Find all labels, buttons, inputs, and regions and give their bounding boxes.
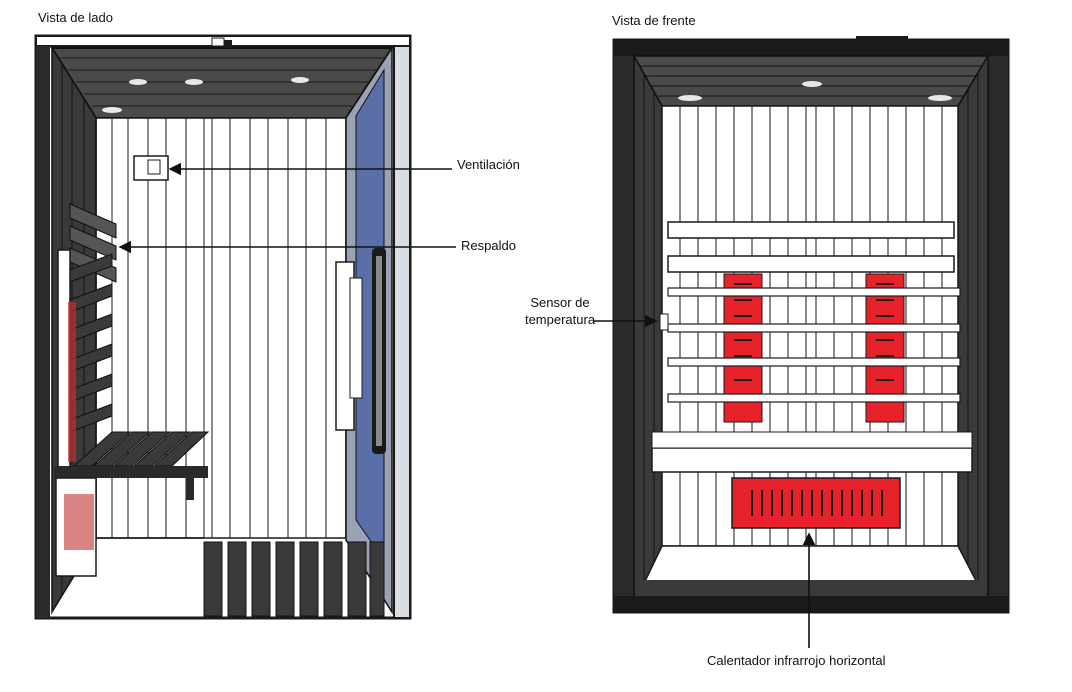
ventilation-label: Ventilación — [457, 157, 520, 172]
temp-sensor-label-line1: Sensor de — [530, 295, 590, 310]
backrest-label: Respaldo — [461, 238, 516, 253]
front-backrest-rails — [667, 287, 961, 403]
side-ceiling-slats — [60, 57, 384, 107]
side-view-drawing — [34, 34, 412, 620]
front-horizontal-heater — [731, 477, 901, 529]
side-floor-slats — [203, 541, 385, 617]
side-ceiling-light-3 — [291, 77, 309, 83]
front-ceiling-light-2 — [802, 81, 822, 87]
front-view-title: Vista de frente — [612, 13, 696, 28]
side-ceiling-light-1 — [129, 79, 147, 85]
horizontal-heater-label: Calentador infrarrojo horizontal — [707, 653, 886, 668]
front-view-drawing — [612, 36, 1010, 614]
side-ceiling-light-4 — [102, 107, 122, 113]
side-ceiling-light-2 — [185, 79, 203, 85]
front-temp-sensor — [659, 313, 669, 331]
temp-sensor-label-line2: temperatura — [524, 312, 596, 327]
temp-sensor-label: Sensor de temperatura — [510, 294, 610, 328]
side-view-title: Vista de lado — [38, 10, 113, 25]
front-ceiling-light-3 — [928, 95, 952, 101]
front-ceiling-light-1 — [678, 95, 702, 101]
front-bench — [651, 447, 973, 473]
